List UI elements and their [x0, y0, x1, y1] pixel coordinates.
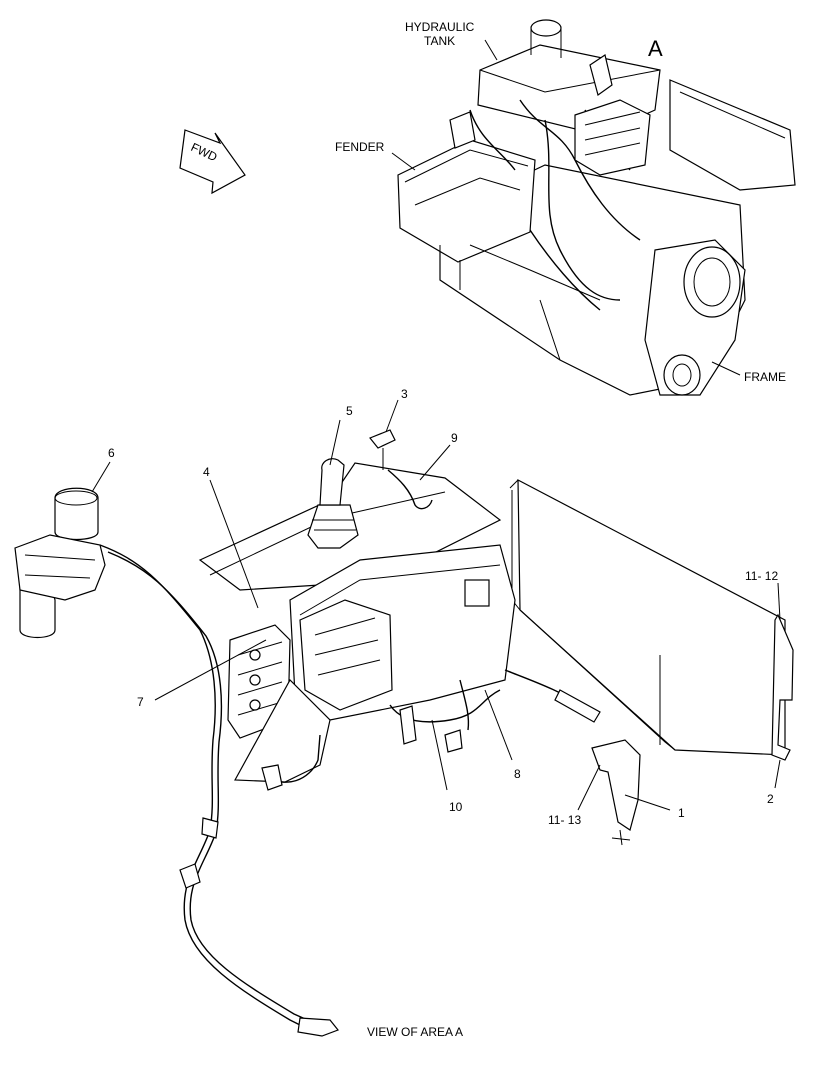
- frame-label: FRAME: [744, 370, 786, 384]
- harness-hose: [99, 544, 311, 1031]
- fender-plate: [517, 478, 786, 756]
- callout-5: 5: [346, 404, 353, 418]
- area-a-detail: [14, 429, 794, 1037]
- callout-3: 3: [401, 387, 408, 401]
- callout-4: 4: [203, 465, 210, 479]
- callout-11-13: 11- 13: [548, 813, 581, 827]
- callout-2: 2: [767, 792, 774, 806]
- bracket-1: [591, 739, 641, 831]
- callout-1: 1: [678, 806, 685, 820]
- callout-11-12: 11- 12: [745, 569, 778, 583]
- area-a-marker: A: [648, 36, 663, 61]
- view-caption: VIEW OF AREA A: [367, 1025, 463, 1039]
- fender-label: FENDER: [335, 140, 385, 154]
- callout-10: 10: [449, 800, 463, 814]
- callout-6: 6: [108, 446, 115, 460]
- callout-7: 7: [137, 695, 144, 709]
- callout-8: 8: [514, 767, 521, 781]
- hydraulic-tank-label-line2: TANK: [424, 34, 455, 48]
- hydraulic-tank-label-line1: HYDRAULIC: [405, 20, 475, 34]
- hydraulic-accumulator: [54, 487, 99, 541]
- joystick-part: [307, 504, 359, 549]
- fwd-arrow-icon: [179, 129, 246, 195]
- callout-9: 9: [451, 431, 458, 445]
- bracket-11-12: [771, 613, 794, 761]
- machine-overview: [391, 19, 796, 396]
